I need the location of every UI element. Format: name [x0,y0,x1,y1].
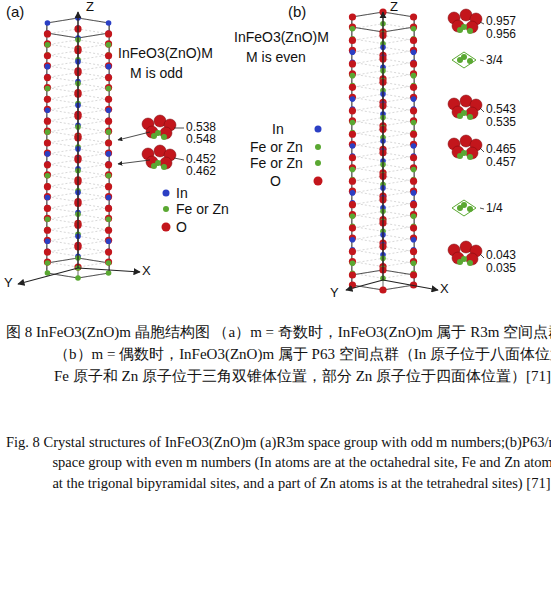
atom-legend-text: Fe or Zn [250,140,303,155]
atom-cluster [448,95,484,120]
atom-cluster [448,241,484,266]
atom-cluster [452,200,484,216]
coordinate-value: 0.043 [486,249,516,262]
coordinate-value: 0.535 [486,116,516,129]
z-axis [77,12,78,268]
axis-label: X [142,264,151,278]
atom-legend-text: O [176,220,187,235]
atom-legend-text: Fe or Zn [250,156,303,171]
fe-zn-atom-dot [315,144,321,150]
coordinate-value: 0.462 [186,165,216,178]
x-axis [78,268,140,272]
panel-letter: (a) [6,4,24,21]
atom-cluster [448,9,484,34]
coordinate-value: 0.956 [486,28,516,41]
axis-label: X [440,282,449,296]
unit-cell-prism [349,8,417,293]
atom-legend-text: In [272,122,284,137]
coordinate-value: 0.543 [486,103,516,116]
coordinate-value: 0.465 [486,143,516,156]
atom-cluster [448,135,484,160]
parity-note: M is even [246,50,306,65]
fe-zn-atom-dot [315,160,321,166]
figure-caption: 图 8 InFeO3(ZnO)m 晶胞结构图 （a）m = 奇数时，InFeO3… [6,322,551,387]
axis-label: Z [390,0,398,14]
o-atom-dot [162,223,171,232]
formula-label: InFeO3(ZnO)M [234,30,329,45]
y-axis [346,280,383,290]
coordinate-value: 0.957 [486,15,516,28]
y-axis [18,268,78,284]
z-axis [382,12,383,280]
atom-legend-text: In [176,186,188,201]
atom-legend-text: O [270,174,281,189]
formula-label: InFeO3(ZnO)M [118,46,213,61]
panel-letter: (b) [288,4,306,21]
atom-cluster [142,115,184,140]
coordinate-value: 0.548 [186,133,216,146]
fraction-label: 3/4 [486,54,503,67]
in-atom-dot [163,190,170,197]
in-atom-dot [315,126,322,133]
fraction-label: 1/4 [486,202,503,215]
atom-cluster [452,52,484,68]
axis-label: Y [330,286,339,300]
coordinate-value: 0.457 [486,156,516,169]
o-atom-dot [314,177,323,186]
atom-cluster [142,145,184,170]
english-caption: Fig. 8 Crystal structures of InFeO3(ZnO)… [6,432,551,493]
axis-label: Y [4,276,13,290]
coordinate-value: 0.035 [486,262,516,275]
atom-legend-text: Fe or Zn [176,202,229,217]
fe-zn-atom-dot [163,206,169,212]
parity-note: M is odd [130,66,183,81]
x-axis [383,280,438,290]
axis-label: Z [86,0,94,14]
